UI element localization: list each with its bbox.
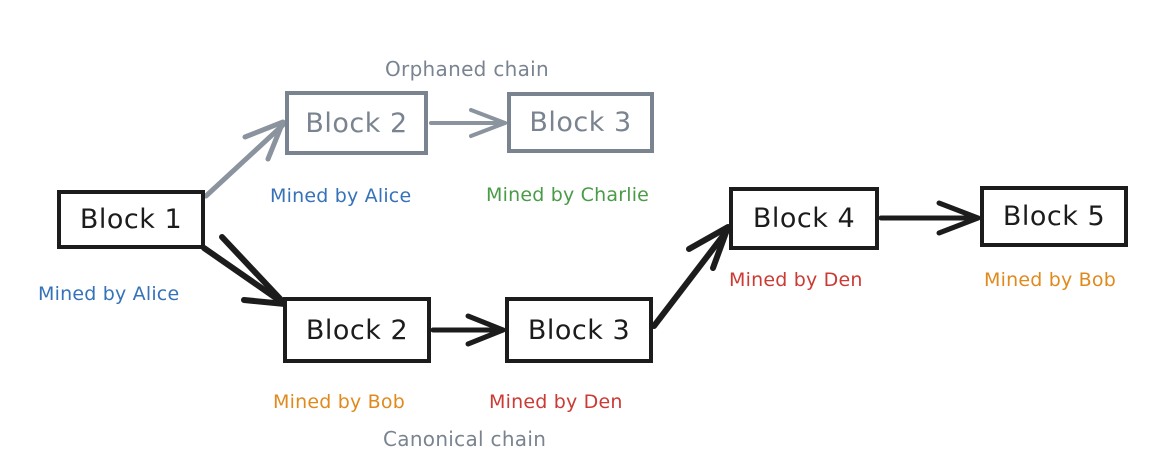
block-label: Block 5 bbox=[1002, 201, 1106, 232]
edge-canonical-block-3-to-block-4 bbox=[651, 224, 732, 329]
canonical-chain-title: Canonical chain bbox=[383, 427, 547, 451]
block-node-orphan-block-2[interactable]: Block 2 bbox=[285, 91, 428, 155]
block-node-canonical-block-2[interactable]: Block 2 bbox=[283, 297, 431, 363]
orphaned-chain-title: Orphaned chain bbox=[385, 57, 549, 81]
block-label: Block 3 bbox=[527, 314, 631, 346]
block-node-orphan-block-3[interactable]: Block 3 bbox=[507, 92, 654, 153]
miner-caption-canonical-block-2: Mined by Bob bbox=[273, 391, 405, 413]
block-label: Block 1 bbox=[79, 204, 183, 235]
edge-block-4-to-block-5 bbox=[878, 200, 981, 236]
block-label: Block 2 bbox=[305, 314, 409, 346]
edge-canonical-block-2-to-canonical-block-3 bbox=[430, 313, 506, 347]
block-label: Block 2 bbox=[305, 107, 408, 139]
miner-caption-block-5: Mined by Bob bbox=[984, 269, 1116, 291]
block-label: Block 4 bbox=[752, 203, 856, 234]
miner-caption-orphan-block-3: Mined by Charlie bbox=[486, 184, 650, 206]
miner-caption-block-4: Mined by Den bbox=[729, 269, 863, 291]
miner-caption-canonical-block-3: Mined by Den bbox=[489, 391, 623, 413]
block-node-block-4[interactable]: Block 4 bbox=[729, 187, 879, 250]
block-node-block-1[interactable]: Block 1 bbox=[57, 190, 205, 249]
block-node-canonical-block-3[interactable]: Block 3 bbox=[505, 297, 653, 363]
miner-caption-orphan-block-2: Mined by Alice bbox=[270, 185, 412, 207]
edge-orphan-block-2-to-orphan-block-3 bbox=[429, 108, 507, 138]
miner-caption-block-1: Mined by Alice bbox=[38, 283, 180, 305]
block-node-block-5[interactable]: Block 5 bbox=[980, 186, 1128, 247]
block-label: Block 3 bbox=[529, 107, 632, 138]
edge-block-1-to-canonical-block-2 bbox=[201, 234, 289, 308]
